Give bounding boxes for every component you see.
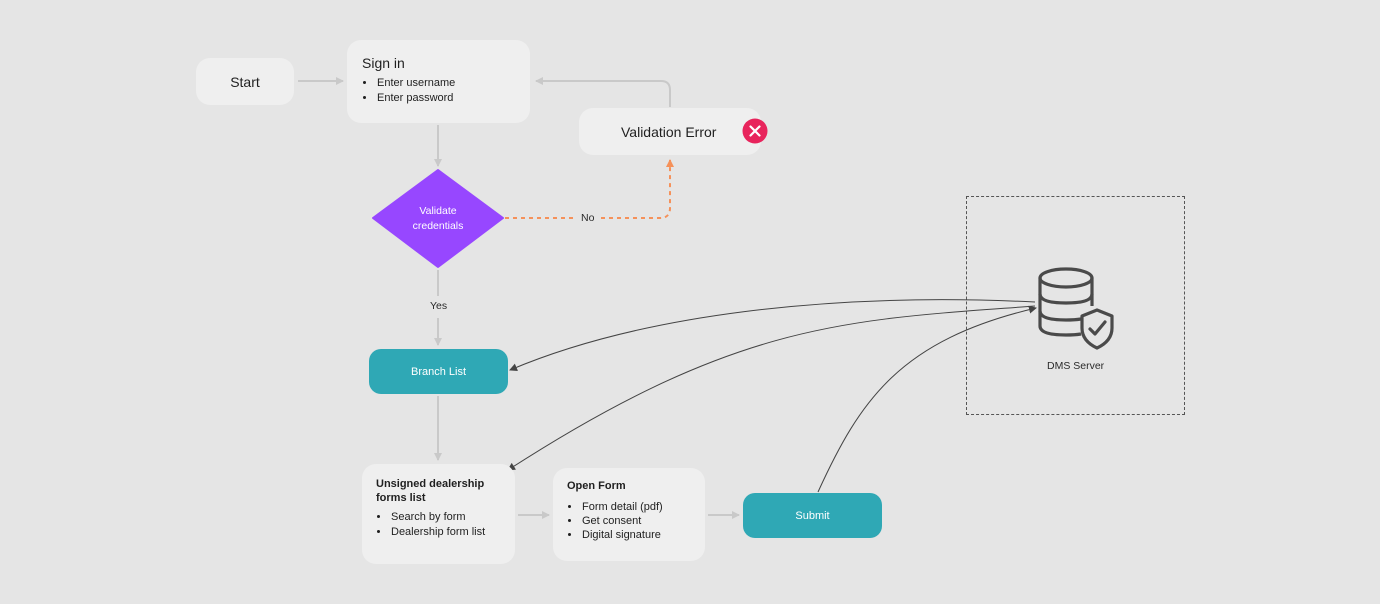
open-form-item: Form detail (pdf) [581,500,705,514]
start-node: Start [196,58,294,105]
validation-error-label: Validation Error [621,124,717,140]
open-form-title: Open Form [567,480,626,492]
start-label: Start [230,73,260,90]
validate-label-line1: Validate [419,205,457,217]
open-form-node: Open Form Form detail (pdf) Get consent … [553,468,705,561]
branch-list-node: Branch List [369,349,508,394]
database-shield-icon [1038,267,1114,350]
unsigned-forms-title-line2: forms list [376,492,426,504]
edge-label-yes: Yes [430,300,448,312]
open-form-item: Get consent [581,514,705,528]
sign-in-title: Sign in [362,55,405,71]
submit-label: Submit [795,509,830,522]
edge-dms-unsigned [507,305,1036,471]
edge-submit-dms [817,305,1037,493]
unsigned-forms-item: Search by form [390,510,515,525]
sign-in-node: Sign in Enter username Enter password [347,40,530,123]
edge-dms-branch [509,299,1036,371]
dms-server-label: DMS Server [1047,360,1105,372]
unsigned-forms-title-line1: Unsigned dealership [376,478,485,490]
open-form-item: Digital signature [581,528,705,542]
validate-label-line2: credentials [412,220,464,232]
validation-error-node: Validation Error [579,108,761,155]
unsigned-forms-node: Unsigned dealership forms list Search by… [362,464,515,564]
edge-error-signin [535,77,671,107]
sign-in-item: Enter password [376,91,530,106]
sign-in-item: Enter username [376,76,530,91]
unsigned-forms-title: Unsigned dealership forms list [376,477,515,505]
error-x-icon [742,118,768,144]
branch-list-label: Branch List [410,365,467,378]
validate-diamond [372,169,504,268]
submit-node: Submit [743,493,882,538]
edge-validate-error [505,160,670,219]
unsigned-forms-item: Dealership form list [390,525,515,540]
dms-server-region [966,196,1185,415]
edge-label-no: No [581,212,595,224]
validate-label: Validate credentials [383,204,493,234]
